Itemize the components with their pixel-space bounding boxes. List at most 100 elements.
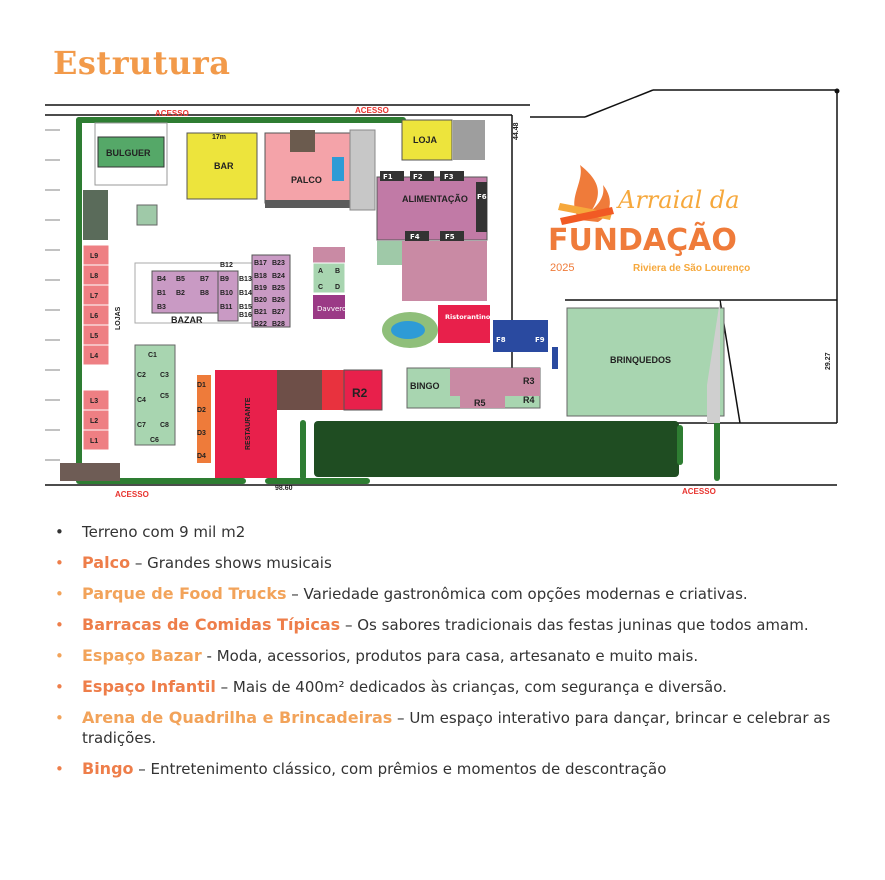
- pink-block: [402, 241, 487, 301]
- alimentacao-label: ALIMENTAÇÃO: [402, 194, 468, 204]
- dim-right-side: 29.27: [825, 352, 832, 370]
- bulguer-label: BULGUER: [106, 148, 151, 158]
- bazar-unit-label: B12: [220, 262, 233, 269]
- log-icon: [560, 207, 614, 225]
- event-site-map: ACESSO ACESSO ACESSO ACESSO BULGUER BAR …: [45, 88, 840, 499]
- hedges: [76, 117, 720, 484]
- bazar-unit-label: B15: [239, 304, 252, 311]
- side-block: [83, 190, 108, 240]
- feature-desc: – Entretenimento clássico, com prêmios e…: [133, 760, 667, 778]
- feature-item: •Barracas de Comidas Típicas – Os sabore…: [55, 615, 809, 634]
- feature-term: Parque de Food Trucks: [82, 584, 287, 603]
- c-unit-label: C3: [160, 372, 169, 379]
- r2-box: [343, 369, 383, 411]
- bar-box: [186, 132, 258, 200]
- access-label: ACESSO: [355, 106, 389, 115]
- bingo-pink: [450, 368, 540, 396]
- feature-item: •Bingo – Entretenimento clássico, com pr…: [55, 759, 667, 778]
- feature-item: •Terreno com 9 mil m2: [55, 523, 246, 541]
- feature-desc: – Um espaço interativo para dançar, brin…: [82, 709, 831, 747]
- feature-desc: – Grandes shows musicais: [130, 554, 332, 572]
- r-unit-label: R2: [352, 386, 368, 400]
- bingo-label: BINGO: [410, 381, 440, 391]
- bazar-unit-label: B26: [272, 297, 285, 304]
- c-unit-label: C1: [148, 352, 157, 359]
- feature-item: •Palco – Grandes shows musicais: [55, 553, 332, 572]
- brinquedos-box: [566, 307, 725, 417]
- f-unit-label: F1: [383, 173, 393, 181]
- bazar-unit-label: B22: [254, 321, 267, 328]
- bazar-block-mid: [217, 270, 239, 322]
- feature-term: Espaço Infantil: [82, 677, 216, 696]
- f-unit-label: F2: [413, 173, 423, 181]
- d-unit-label: D2: [197, 407, 206, 414]
- c-unit-label: C6: [150, 437, 159, 444]
- d-unit-label: D4: [197, 453, 206, 460]
- loja-side: [453, 120, 485, 160]
- bazar-unit-label: B2: [176, 290, 185, 297]
- features-list: •Terreno com 9 mil m2 •Palco – Grandes s…: [55, 522, 845, 790]
- palco-side: [349, 129, 376, 211]
- bar-label: BAR: [214, 161, 234, 171]
- green-block: [377, 241, 402, 265]
- f-unit-label: F9: [535, 336, 545, 344]
- logo-location: Riviera de São Lourenço: [633, 263, 750, 274]
- lojas-column: [82, 244, 110, 451]
- c-units-block: [134, 344, 176, 446]
- loja-box: [401, 119, 453, 161]
- bazar-unit-label: B14: [239, 290, 252, 297]
- c-unit-label: C5: [160, 393, 169, 400]
- abcd-unit-label: D: [335, 284, 340, 291]
- bazar-unit-label: B3: [157, 304, 166, 311]
- dim-right-top: 44.48: [513, 122, 520, 140]
- f8-f9-block: [493, 320, 548, 352]
- c-unit-label: C2: [137, 372, 146, 379]
- entrance-block: [60, 463, 120, 481]
- pool: [391, 321, 425, 339]
- davvero-box: [313, 295, 345, 319]
- palco-label: PALCO: [291, 175, 322, 185]
- palco-inner: [290, 130, 315, 152]
- f-unit: [380, 171, 487, 241]
- bazar-unit-label: B27: [272, 309, 285, 316]
- page-title: Estrutura: [53, 44, 231, 82]
- brinquedos-label: BRINQUEDOS: [610, 355, 671, 365]
- lojas-label: LOJAS: [115, 306, 122, 330]
- feature-item: •Arena de Quadrilha e Brincadeiras – Um …: [55, 708, 831, 747]
- f-unit-label: F3: [444, 173, 454, 181]
- loja-unit-label: L8: [90, 273, 98, 280]
- restaurante-box: [215, 370, 277, 478]
- bazar-unit-label: B25: [272, 285, 285, 292]
- loja-unit-label: L7: [90, 293, 98, 300]
- loja-unit-label: L2: [90, 418, 98, 425]
- f-unit-label: F5: [445, 233, 455, 241]
- feature-desc: Terreno com 9 mil m2: [82, 523, 246, 541]
- logo-script: Arraial da: [616, 186, 740, 214]
- bar-width-dim: 17m: [212, 134, 226, 141]
- feature-item: •Espaço Infantil – Mais de 400m² dedicad…: [55, 677, 727, 696]
- bazar-unit-label: B7: [200, 276, 209, 283]
- bazar-unit-label: B9: [220, 276, 229, 283]
- bazar-unit-label: B21: [254, 309, 267, 316]
- r5-box: [460, 396, 505, 408]
- bazar-unit-label: B16: [239, 312, 252, 319]
- logo-main: FUNDAÇÃO: [548, 221, 737, 258]
- r-unit-label: R5: [474, 398, 486, 408]
- palco-screen: [332, 157, 344, 181]
- palco-base: [265, 200, 370, 208]
- d-units-block: [197, 375, 211, 463]
- c-unit-label: C4: [137, 397, 146, 404]
- bazar-unit-label: B23: [272, 260, 285, 267]
- bazar-unit-label: B18: [254, 273, 267, 280]
- feature-term: Arena de Quadrilha e Brincadeiras: [82, 708, 393, 727]
- abcd-top: [313, 247, 345, 263]
- loja-unit-label: L4: [90, 353, 98, 360]
- bazar-unit-label: B1: [157, 290, 166, 297]
- feature-term: Espaço Bazar: [82, 646, 202, 665]
- c-unit-label: C7: [137, 422, 146, 429]
- ristorantino-box: [438, 305, 490, 343]
- ristorantino-label: Ristorantino: [445, 313, 491, 321]
- feature-item: •Espaço Bazar - Moda, acessorios, produt…: [55, 646, 699, 665]
- access-label: ACESSO: [682, 487, 716, 496]
- left-hatching: [45, 129, 60, 461]
